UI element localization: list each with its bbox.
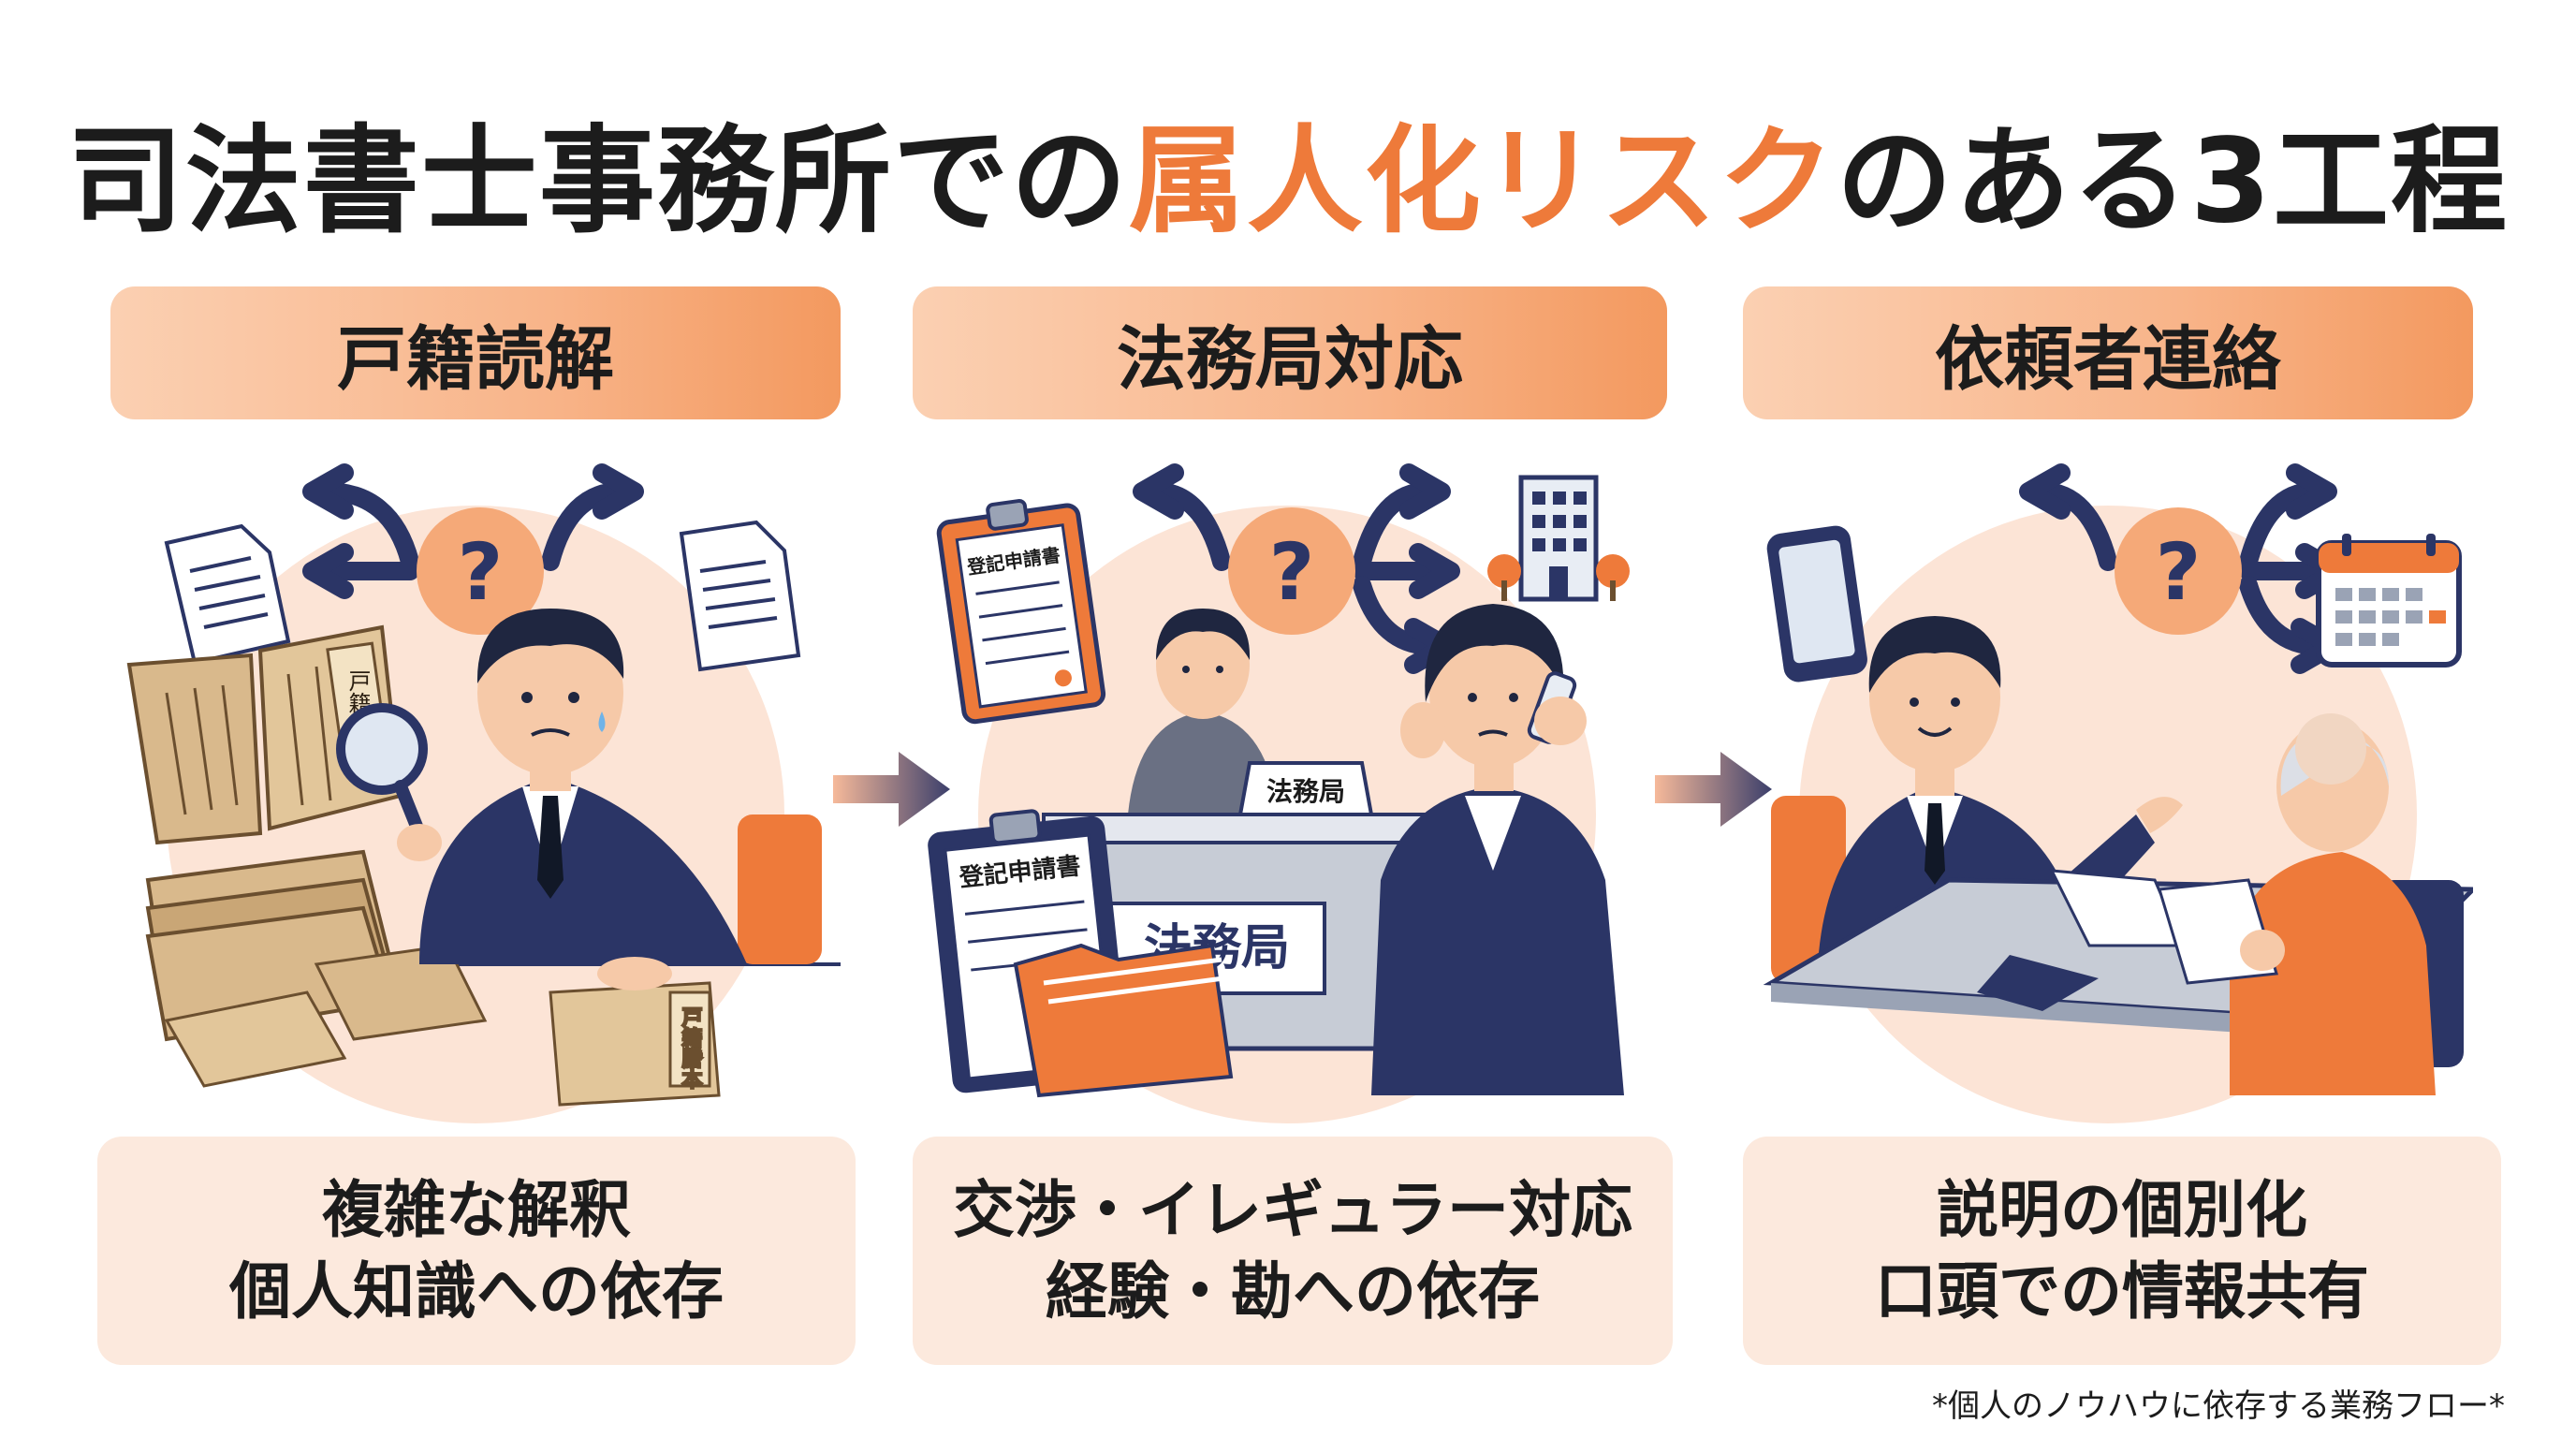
column-footer-koseki: 複雑な解釈 個人知識への依存 <box>97 1137 856 1365</box>
chair <box>738 814 822 964</box>
column-footer-homukyoku: 交渉・イレギュラー対応 経験・勘への依存 <box>913 1137 1673 1365</box>
column-header-irai: 依頼者連絡 <box>1743 286 2473 419</box>
footer-line: 説明の個別化 <box>1937 1173 2307 1246</box>
footer-line: 口頭での情報共有 <box>1875 1255 2369 1328</box>
column-header-koseki: 戸籍読解 <box>110 286 841 419</box>
calendar-icon <box>2316 534 2462 668</box>
svg-text:?: ? <box>1269 526 1315 618</box>
column-header-homukyoku: 法務局対応 <box>913 286 1667 419</box>
svg-text:?: ? <box>458 526 504 618</box>
desk-sign-label: 法務局 <box>1266 776 1345 807</box>
document-icon <box>679 520 801 672</box>
branch-arrows-icon <box>302 463 644 599</box>
worried-man <box>419 609 747 964</box>
footer-line: 複雑な解釈 <box>322 1173 631 1246</box>
koseki-paper-label: 戸籍謄本 <box>679 1006 703 1089</box>
clipboard-icon: 登記申請書 <box>936 498 1106 725</box>
column-footer-irai: 説明の個別化 口頭での情報共有 <box>1743 1137 2501 1365</box>
footer-line: 個人知識への依存 <box>229 1255 724 1328</box>
footer-line: 経験・勘への依存 <box>1046 1255 1540 1328</box>
clerk-woman <box>1128 609 1278 814</box>
document-icon <box>164 523 291 666</box>
footer-line: 交渉・イレギュラー対応 <box>953 1173 1632 1246</box>
question-icon: ? <box>2115 507 2242 635</box>
folder-icon <box>1013 943 1234 1098</box>
desk-sign: 法務局 <box>1237 761 1374 816</box>
scene-koseki: ? 戸籍謄本 戸籍謄本 <box>110 440 841 1123</box>
scene-homukyoku: ? 登記申請書 法務局 法務局 登記申請書 <box>913 440 1667 1123</box>
flow-arrow-1 <box>833 747 955 835</box>
title-suffix: のある3工程 <box>1836 114 2510 249</box>
elderly-client <box>2158 713 2464 1095</box>
title-highlight: 属人化リスク <box>1128 114 1837 249</box>
footnote: *個人のノウハウに依存する業務フロー* <box>1932 1387 2505 1425</box>
smartphone-icon <box>1766 525 1867 682</box>
woman-on-phone <box>1371 604 1624 1095</box>
building-icon <box>1487 475 1630 602</box>
svg-text:?: ? <box>2156 526 2202 618</box>
page-title: 司法書士事務所での属人化リスクのある3工程 <box>0 86 2576 255</box>
koseki-paper: 戸籍謄本 <box>164 944 721 1107</box>
branch-arrows-icon <box>1133 463 1460 674</box>
question-icon: ? <box>417 507 544 635</box>
scene-irai: ? <box>1743 440 2473 1123</box>
magnifier-icon <box>336 703 442 861</box>
title-prefix: 司法書士事務所での <box>66 114 1129 249</box>
flow-arrow-2 <box>1655 747 1777 835</box>
question-icon: ? <box>1228 507 1355 635</box>
